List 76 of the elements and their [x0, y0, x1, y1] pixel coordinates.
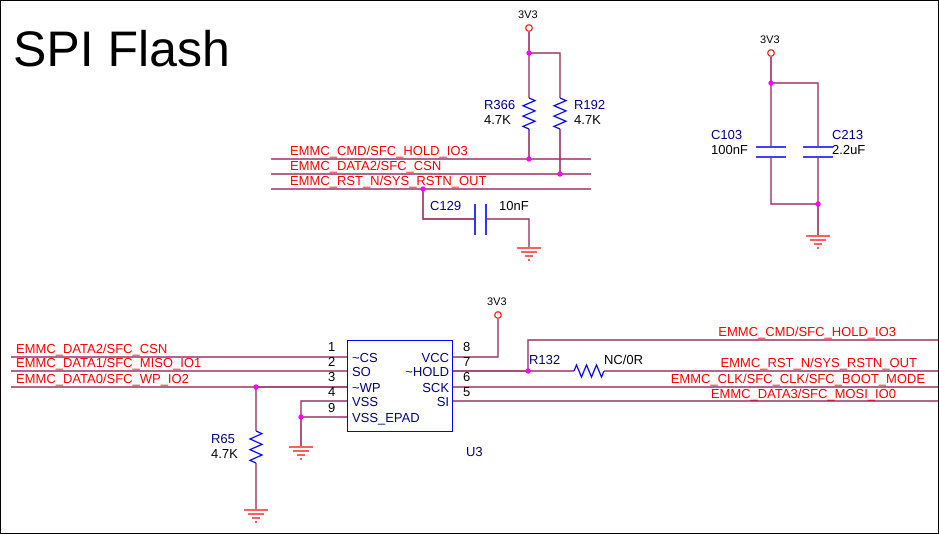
ground-symbol	[289, 446, 313, 460]
resistor-symbol	[574, 365, 604, 377]
net-label: EMMC_DATA2/SFC_CSN	[16, 342, 168, 356]
component-value: 4.7K	[211, 447, 238, 461]
resistor-symbol	[250, 431, 262, 463]
pin-name: VSS_EPAD	[352, 411, 420, 425]
net-label: EMMC_DATA0/SFC_WP_IO2	[16, 372, 189, 386]
wire	[528, 129, 591, 160]
wire	[11, 356, 347, 358]
wire	[604, 370, 938, 372]
reference-designator: R65	[211, 432, 235, 446]
pin-number: 6	[463, 370, 470, 384]
wire	[11, 370, 347, 372]
wire	[255, 463, 257, 509]
capacitor-symbol	[803, 146, 833, 158]
net-label: EMMC_DATA1/SFC_MISO_IO1	[16, 356, 202, 370]
reference-designator: R366	[484, 98, 516, 112]
power-label: 3V3	[518, 9, 538, 22]
pin-name: VCC	[422, 351, 449, 365]
wire	[817, 158, 819, 235]
pin-name: ~CS	[352, 351, 378, 365]
pin-number: 4	[328, 385, 336, 399]
pin-number: 5	[463, 385, 470, 399]
pin-name: ~WP	[352, 381, 381, 395]
net-label: EMMC_CMD/SFC_HOLD_IO3	[290, 144, 468, 158]
resistor-symbol	[523, 98, 535, 129]
pin-name: SI	[436, 395, 449, 409]
reference-designator: U3	[466, 445, 483, 459]
component-value: 100nF	[711, 143, 748, 157]
wire	[300, 416, 347, 446]
pin-number: 1	[328, 340, 336, 354]
power-label: 3V3	[487, 296, 507, 309]
pin-number: 7	[463, 355, 470, 369]
pin-name: SO	[352, 365, 371, 379]
pin-number: 8	[463, 340, 470, 354]
net-label: EMMC_DATA2/SFC_CSN	[290, 159, 442, 173]
ic-chip-box	[347, 340, 453, 432]
component-value: 10nF	[499, 199, 529, 213]
component-value: NC/0R	[604, 353, 644, 367]
component-value: 4.7K	[484, 113, 511, 127]
pin-name: VSS	[352, 395, 378, 409]
component-value: 2.2uF	[832, 143, 866, 157]
capacitor-symbol	[756, 146, 786, 158]
ground-symbol	[806, 235, 830, 249]
power-label: 3V3	[760, 34, 780, 47]
reference-designator: C103	[711, 128, 742, 142]
ground-symbol	[517, 247, 541, 261]
component-value: 4.7K	[574, 113, 601, 127]
pin-number: 9	[328, 401, 336, 415]
net-label: EMMC_RST_N/SYS_RSTN_OUT	[290, 174, 486, 188]
wire	[255, 386, 347, 431]
net-label: EMMC_CLK/SFC_CLK/SFC_BOOT_MODE	[670, 372, 925, 386]
ground-symbol	[244, 509, 268, 523]
wire	[487, 218, 530, 247]
wire	[453, 319, 499, 358]
net-label: EMMC_DATA3/SFC_MOSI_IO0	[710, 387, 896, 401]
reference-designator: R192	[574, 98, 606, 112]
wire	[453, 386, 938, 388]
diagram-title: SPI Flash	[13, 23, 230, 75]
wire	[422, 188, 591, 220]
resistor-symbol	[554, 98, 566, 129]
wire	[453, 400, 938, 402]
capacitor-symbol	[474, 204, 487, 235]
wire	[559, 129, 591, 175]
pin-name: ~HOLD	[405, 365, 449, 379]
wire	[528, 32, 561, 98]
pin-name: SCK	[422, 381, 449, 395]
wire	[453, 339, 938, 372]
pin-number: 3	[328, 370, 336, 384]
net-label: EMMC_CMD/SFC_HOLD_IO3	[718, 325, 896, 339]
pin-number: 2	[328, 355, 336, 369]
wire	[770, 57, 819, 146]
reference-designator: R132	[529, 353, 560, 367]
net-label: EMMC_RST_N/SYS_RSTN_OUT	[720, 356, 917, 370]
reference-designator: C129	[430, 199, 462, 213]
reference-designator: C213	[832, 128, 864, 142]
